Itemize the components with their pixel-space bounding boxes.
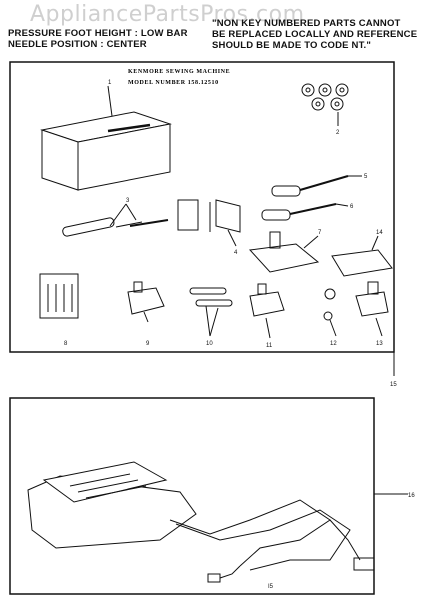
header-right-line-3: SHOULD BE MADE TO CODE NT.": [212, 40, 372, 51]
callout-13: 13: [376, 341, 383, 347]
callout-10: 10: [206, 341, 213, 347]
header-left-line-1: PRESSURE FOOT HEIGHT : LOW BAR: [8, 28, 188, 39]
watermark-text: AppliancePartsPros.com: [30, 2, 305, 27]
spool-pins-illustration: [189, 287, 233, 307]
callout-1: 1: [108, 80, 112, 86]
screwdrivers-illustration: [261, 175, 349, 221]
zipper-foot-illustration: [127, 281, 165, 315]
header-left-line-2: NEEDLE POSITION : CENTER: [8, 39, 147, 50]
accessories-panel: [9, 61, 395, 353]
buttonhole-attachment-illustration: [355, 281, 389, 317]
callout-6: 6: [350, 204, 354, 210]
callout-8: 8: [64, 341, 68, 347]
callout-14: 14: [376, 230, 383, 236]
foot-control-panel: [9, 397, 375, 595]
seam-guide-illustration: [177, 199, 241, 233]
box-title-line-2: MODEL NUMBER 158.12510: [128, 80, 219, 86]
header-right-line-2: BE REPLACED LOCALLY AND REFERENCE: [212, 29, 418, 40]
callout-15: 15: [390, 382, 397, 388]
throat-plate-illustration: [331, 249, 393, 277]
callout-12: 12: [330, 341, 337, 347]
presser-foot-illustration: [249, 283, 285, 317]
callout-2: 2: [336, 130, 340, 136]
seam-ripper-illustration: [62, 217, 169, 237]
bottom-code: I5: [268, 584, 274, 590]
callout-4: 4: [234, 250, 238, 256]
callout-11: 11: [266, 343, 273, 349]
foot-control-illustration: [27, 461, 375, 583]
feed-cover-plate-illustration: [248, 231, 320, 273]
machine-box-illustration: [40, 111, 172, 191]
needle-pack-illustration: [39, 273, 79, 319]
callout-5: 5: [364, 174, 368, 180]
header-right-line-1: "NON KEY NUMBERED PARTS CANNOT: [212, 18, 401, 29]
callout-9: 9: [146, 341, 150, 347]
header-right: "NON KEY NUMBERED PARTS CANNOT BE REPLAC…: [212, 18, 417, 51]
callout-16: 16: [408, 493, 415, 499]
bobbins-illustration: [301, 83, 349, 111]
washers-illustration: [323, 288, 336, 321]
header-left: PRESSURE FOOT HEIGHT : LOW BAR NEEDLE PO…: [8, 28, 188, 50]
callout-7: 7: [318, 230, 322, 236]
box-title-line-1: KENMORE SEWING MACHINE: [128, 69, 230, 75]
callout-3: 3: [126, 198, 130, 204]
